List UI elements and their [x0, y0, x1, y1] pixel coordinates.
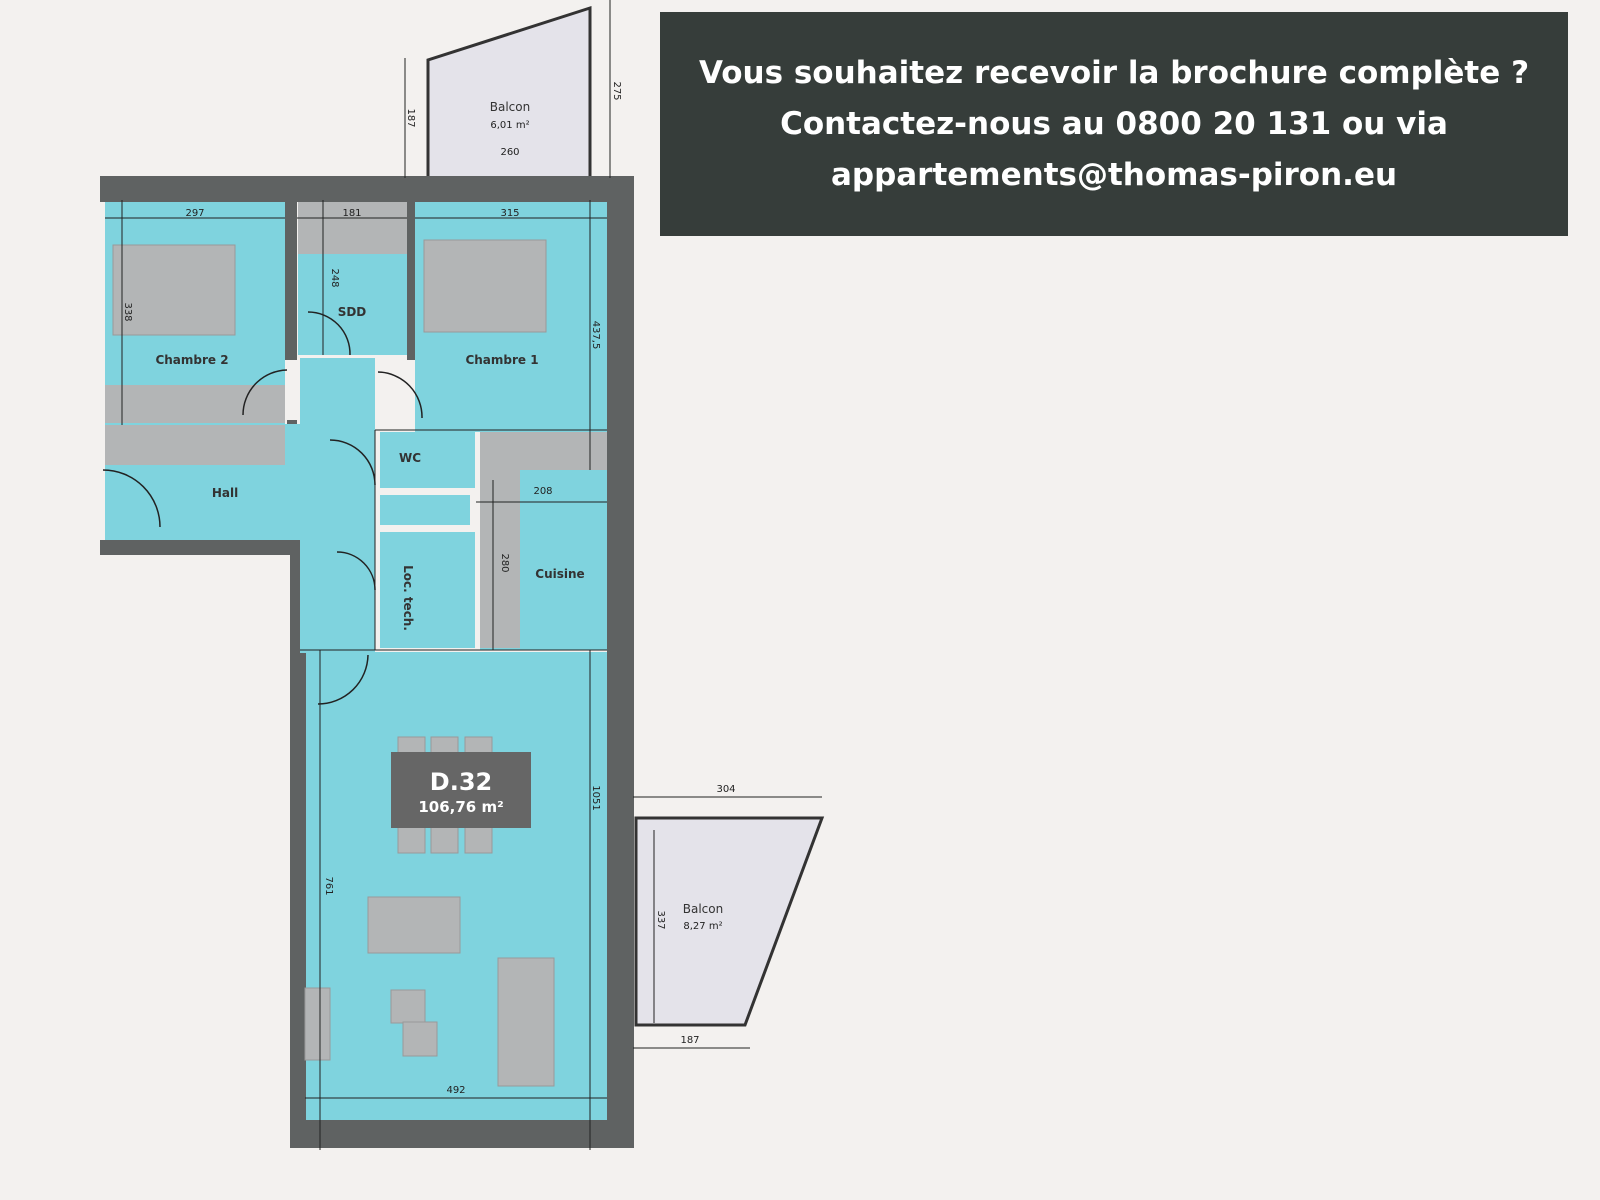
unit-badge: D.32 106,76 m² — [391, 752, 531, 828]
banner-line-2: Contactez-nous au 0800 20 131 ou via — [780, 105, 1448, 142]
furniture — [112, 239, 555, 1087]
dim-181: 181 — [342, 208, 361, 219]
room-label-chambre2: Chambre 2 — [155, 353, 228, 367]
dim-315: 315 — [500, 208, 519, 219]
dim-492: 492 — [446, 1085, 465, 1096]
banner-email[interactable]: appartements@thomas-piron.eu — [830, 156, 1398, 193]
room-label-wc: WC — [399, 451, 421, 465]
dim-297: 297 — [185, 208, 204, 219]
dim-337: 337 — [655, 910, 666, 929]
dim-304: 304 — [716, 784, 735, 795]
dimension-lines — [105, 0, 822, 1150]
brochure-banner: Vous souhaitez recevoir la brochure comp… — [660, 12, 1568, 236]
room-label-chambre1: Chambre 1 — [465, 353, 538, 367]
dim-187-right: 187 — [680, 1035, 699, 1046]
balcony-top-label: Balcon — [490, 100, 530, 114]
unit-area: 106,76 m² — [418, 798, 503, 816]
dim-208: 208 — [533, 486, 552, 497]
dim-187-top: 187 — [405, 108, 416, 127]
dim-248: 248 — [329, 268, 340, 287]
dim-761: 761 — [323, 876, 334, 895]
unit-id: D.32 — [430, 768, 492, 796]
dim-275: 275 — [611, 81, 622, 100]
dim-280: 280 — [499, 553, 510, 572]
balcony-right-area: 8,27 m² — [683, 921, 722, 932]
dim-260: 260 — [500, 147, 519, 158]
room-label-sdd: SDD — [338, 305, 367, 319]
banner-line-1: Vous souhaitez recevoir la brochure comp… — [698, 54, 1530, 91]
room-label-cuisine: Cuisine — [535, 567, 584, 581]
room-label-loc-tech: Loc. tech. — [401, 565, 415, 631]
balcony-top-area: 6,01 m² — [490, 120, 529, 131]
door-swings — [102, 311, 423, 705]
balcony-right — [634, 816, 825, 1027]
dim-1051: 1051 — [590, 785, 601, 810]
dim-338: 338 — [122, 302, 133, 321]
balcony-right-label: Balcon — [683, 902, 723, 916]
walls — [100, 176, 634, 1148]
dimension-labels: 297 181 315 248 338 437,5 187 275 260 20… — [122, 81, 736, 1096]
room-label-hall: Hall — [212, 486, 238, 500]
dim-437-5: 437,5 — [590, 321, 601, 350]
